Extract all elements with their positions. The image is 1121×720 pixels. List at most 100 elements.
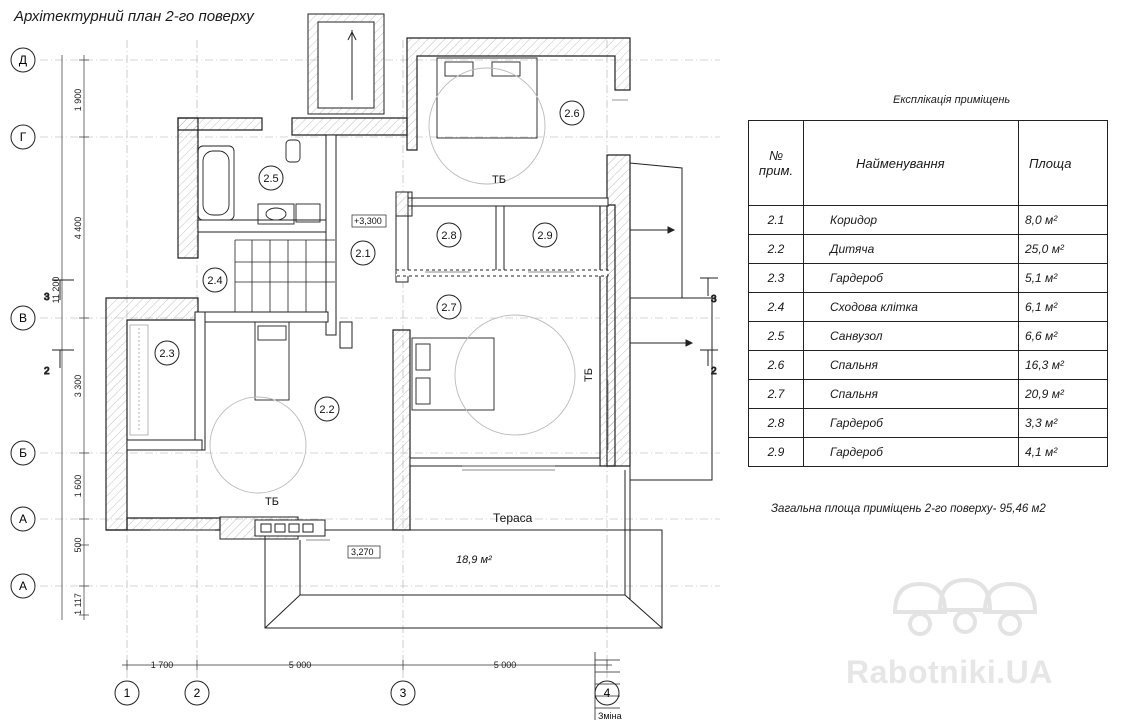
axis-col-3: 3: [400, 686, 407, 700]
title-block-cut-label: Зміна: [598, 711, 622, 720]
floor-plan: 1 900 4 400 11 200 3 300 1 600 500 1 117…: [10, 13, 720, 720]
row-name: Санвузол: [803, 321, 1019, 351]
row-num: 2.4: [748, 292, 804, 322]
row-axis-markers: Д Г В Б А А: [10, 47, 36, 599]
bed-2-2: [209, 321, 307, 494]
row-num: 2.8: [748, 408, 804, 438]
watermark-workers-icon: [892, 577, 1038, 636]
row-name: Гардероб: [803, 437, 1019, 467]
room-2-3: 2.3: [159, 348, 174, 360]
axis-row-V: В: [19, 311, 27, 325]
tv-label-2-7: ТБ: [583, 368, 595, 382]
level-marks: +3,300 3,270: [347, 214, 387, 559]
section-mark-3-right: 3: [711, 294, 717, 305]
dim-1117: 1 117: [73, 593, 83, 615]
axis-col-2: 2: [194, 686, 201, 700]
row-num: 2.2: [748, 234, 804, 264]
ventilation-shafts: [395, 191, 413, 217]
row-name: Коридор: [803, 205, 1019, 235]
explication-header-row: № прим. Найменування Площа: [748, 120, 1108, 206]
dimension-chain-bottom: [122, 660, 612, 670]
page-title: Архітектурний план 2-го поверху: [14, 8, 254, 25]
dim-bottom-5000-b: 5 000: [494, 660, 517, 670]
terrace-labels: Тераса 18,9 м²: [456, 511, 533, 566]
row-num: 2.6: [748, 350, 804, 380]
row-area: 25,0 м²: [1018, 234, 1108, 264]
explication-caption: Експлікація приміщень: [893, 94, 1011, 106]
total-area: Загальна площа приміщень 2-го поверху- 9…: [771, 503, 1046, 515]
axis-row-B: Б: [19, 446, 27, 460]
axis-row-A2: А: [19, 579, 27, 593]
row-area: 16,3 м²: [1018, 350, 1108, 380]
header-area: Площа: [1018, 120, 1108, 206]
dimension-chain-left: [61, 55, 89, 620]
row-area: 6,6 м²: [1018, 321, 1108, 351]
axis-col-1: 1: [124, 686, 131, 700]
row-area: 6,1 м²: [1018, 292, 1108, 322]
section-mark-2-left: 2: [44, 366, 50, 377]
watermark-text: Rabotniki.UA: [846, 654, 1053, 690]
interior-walls: [126, 134, 609, 467]
row-num: 2.5: [748, 321, 804, 351]
axis-col-4: 4: [604, 686, 611, 700]
tv-label-2-2: ТБ: [265, 496, 279, 508]
row-area: 5,1 м²: [1018, 263, 1108, 293]
row-area: 3,3 м²: [1018, 408, 1108, 438]
bathroom-fixtures: [197, 139, 321, 225]
column-axis-markers: 1 2 3 4: [114, 680, 620, 706]
dim-1900: 1 900: [73, 89, 83, 112]
section-marks: 3 2 3 2: [44, 277, 718, 378]
dim-3300: 3 300: [73, 375, 83, 398]
row-name: Спальня: [803, 350, 1019, 380]
stair-shaft-top: [307, 13, 385, 115]
dim-bottom-5000-a: 5 000: [289, 660, 312, 670]
staircase-2-4: [234, 239, 335, 312]
header-name: Найменування: [803, 120, 1019, 206]
tv-label-2-6: ТБ: [492, 174, 506, 186]
room-markers: 2.1 2.2 2.3 2.4 2.5 2.6 2.7 2.8 2.9: [154, 100, 585, 422]
row-area: 20,9 м²: [1018, 379, 1108, 409]
level-mark-terrace: 3,270: [351, 547, 374, 557]
header-num: № прим.: [748, 120, 804, 206]
direction-arrows: [630, 226, 694, 347]
bed-2-6: [428, 57, 546, 185]
terrace-name: Тераса: [493, 511, 533, 525]
level-mark-main: +3,300: [354, 216, 382, 226]
tv-labels: ТБ ТБ ТБ: [265, 174, 595, 508]
room-2-2: 2.2: [319, 404, 334, 416]
openings: [150, 99, 628, 541]
room-2-4: 2.4: [207, 275, 222, 287]
dimension-labels-left: 1 900 4 400 11 200 3 300 1 600 500 1 117: [51, 89, 83, 615]
row-area: 4,1 м²: [1018, 437, 1108, 467]
dim-11200: 11 200: [51, 277, 61, 304]
axis-row-D: Д: [19, 53, 27, 67]
room-2-7: 2.7: [441, 302, 456, 314]
section-mark-2-right: 2: [711, 366, 717, 377]
row-name: Гардероб: [803, 263, 1019, 293]
terrace-area: 18,9 м²: [456, 554, 492, 566]
row-num: 2.3: [748, 263, 804, 293]
wardrobe-2-3: [129, 324, 149, 436]
room-2-8: 2.8: [441, 230, 456, 242]
dim-bottom-1700: 1 700: [151, 660, 174, 670]
axis-row-G: Г: [20, 130, 27, 144]
room-2-1: 2.1: [355, 248, 370, 260]
bed-2-7: [411, 314, 576, 436]
row-name: Сходова клітка: [803, 292, 1019, 322]
section-mark-3-left: 3: [44, 292, 50, 303]
terrace-slab: [264, 470, 663, 629]
row-num: 2.9: [748, 437, 804, 467]
dim-500: 500: [73, 537, 83, 552]
title-block-fragment: [594, 652, 620, 720]
room-2-5: 2.5: [263, 173, 278, 185]
